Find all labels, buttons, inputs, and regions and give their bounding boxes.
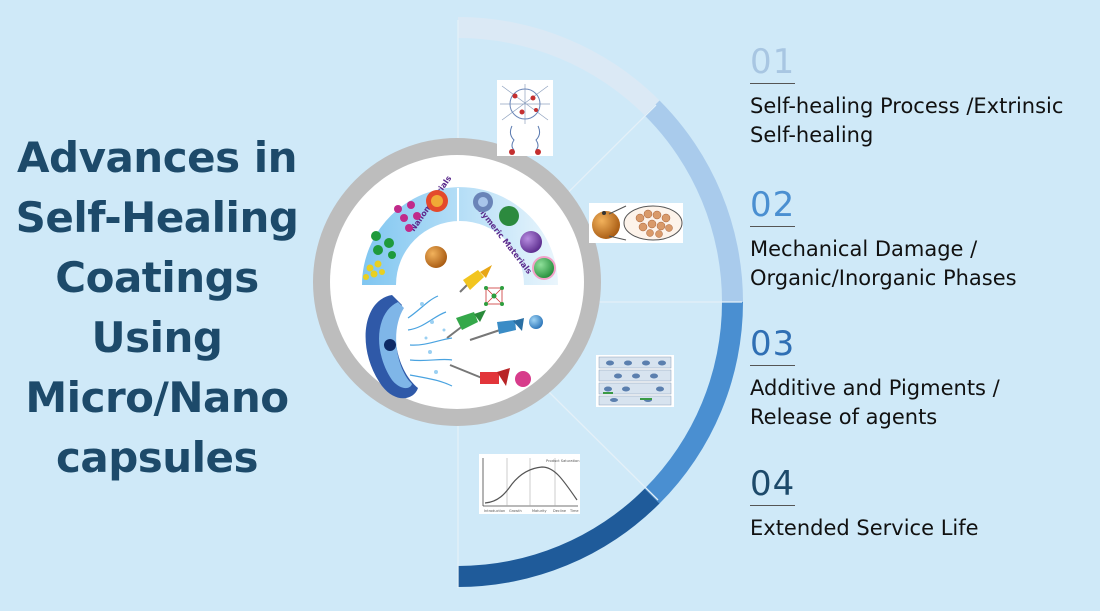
title-line: Micro/Nano — [25, 373, 289, 422]
dart-blue — [469, 318, 524, 341]
step-text: Extended Service Life — [750, 514, 979, 543]
arc-segment-4 — [458, 488, 660, 587]
step-01: 01 Self-healing Process /Extrinsic Self-… — [750, 44, 1063, 150]
title-line: Self-Healing — [15, 193, 299, 242]
arc-segment-3 — [644, 302, 743, 504]
mini-chart-label: Decline — [553, 509, 566, 513]
dart-red — [449, 364, 510, 386]
step-text-line: Self-healing Process /Extrinsic — [750, 94, 1064, 118]
center-illustration: Nanomaterials Polymeric Materials — [313, 138, 601, 426]
step-text: Additive and Pigments / Release of agent… — [750, 374, 1000, 432]
title-line: capsules — [55, 433, 259, 482]
mini-chart-note: Product Saturation — [546, 459, 580, 463]
step-text-line: Additive and Pigments / — [750, 376, 1000, 400]
lifecycle-chart-image: Product Saturation Introduction Growth M… — [479, 454, 580, 514]
step-number: 03 — [750, 324, 796, 366]
step-04: 04 Extended Service Life — [750, 466, 979, 543]
step-number: 01 — [750, 42, 796, 84]
molecular-network-image — [497, 80, 553, 156]
dart-green — [446, 310, 486, 339]
step-text-line: Release of agents — [750, 405, 938, 429]
mini-chart-label: Growth — [509, 509, 522, 513]
arc-segment-1 — [458, 17, 660, 116]
mini-chart-label: Time — [569, 509, 579, 513]
mini-chart-label: Maturity — [532, 509, 547, 513]
dart-yellow — [459, 265, 492, 293]
title-line: Coatings — [55, 253, 259, 302]
progress-arc — [458, 17, 743, 587]
mini-chart-label: Introduction — [484, 509, 505, 513]
step-text-line: Self-healing — [750, 123, 874, 147]
step-text: Mechanical Damage / Organic/Inorganic Ph… — [750, 235, 1017, 293]
step-text: Self-healing Process /Extrinsic Self-hea… — [750, 92, 1063, 150]
step-number: 02 — [750, 185, 796, 227]
step-text-line: Mechanical Damage / — [750, 237, 978, 261]
step-number: 04 — [750, 464, 796, 506]
title-line: Using — [91, 313, 223, 362]
release-schematic-image — [596, 355, 674, 407]
arc-segment-2 — [644, 100, 743, 302]
step-03: 03 Additive and Pigments / Release of ag… — [750, 326, 1000, 432]
title-line: Advances in — [17, 133, 298, 182]
step-text-line: Extended Service Life — [750, 516, 979, 540]
microcapsule-image — [589, 203, 683, 243]
cell-membrane — [365, 295, 453, 399]
step-02: 02 Mechanical Damage / Organic/Inorganic… — [750, 187, 1017, 293]
step-text-line: Organic/Inorganic Phases — [750, 266, 1017, 290]
main-title: Advances in Self-Healing Coatings Using … — [8, 128, 306, 488]
